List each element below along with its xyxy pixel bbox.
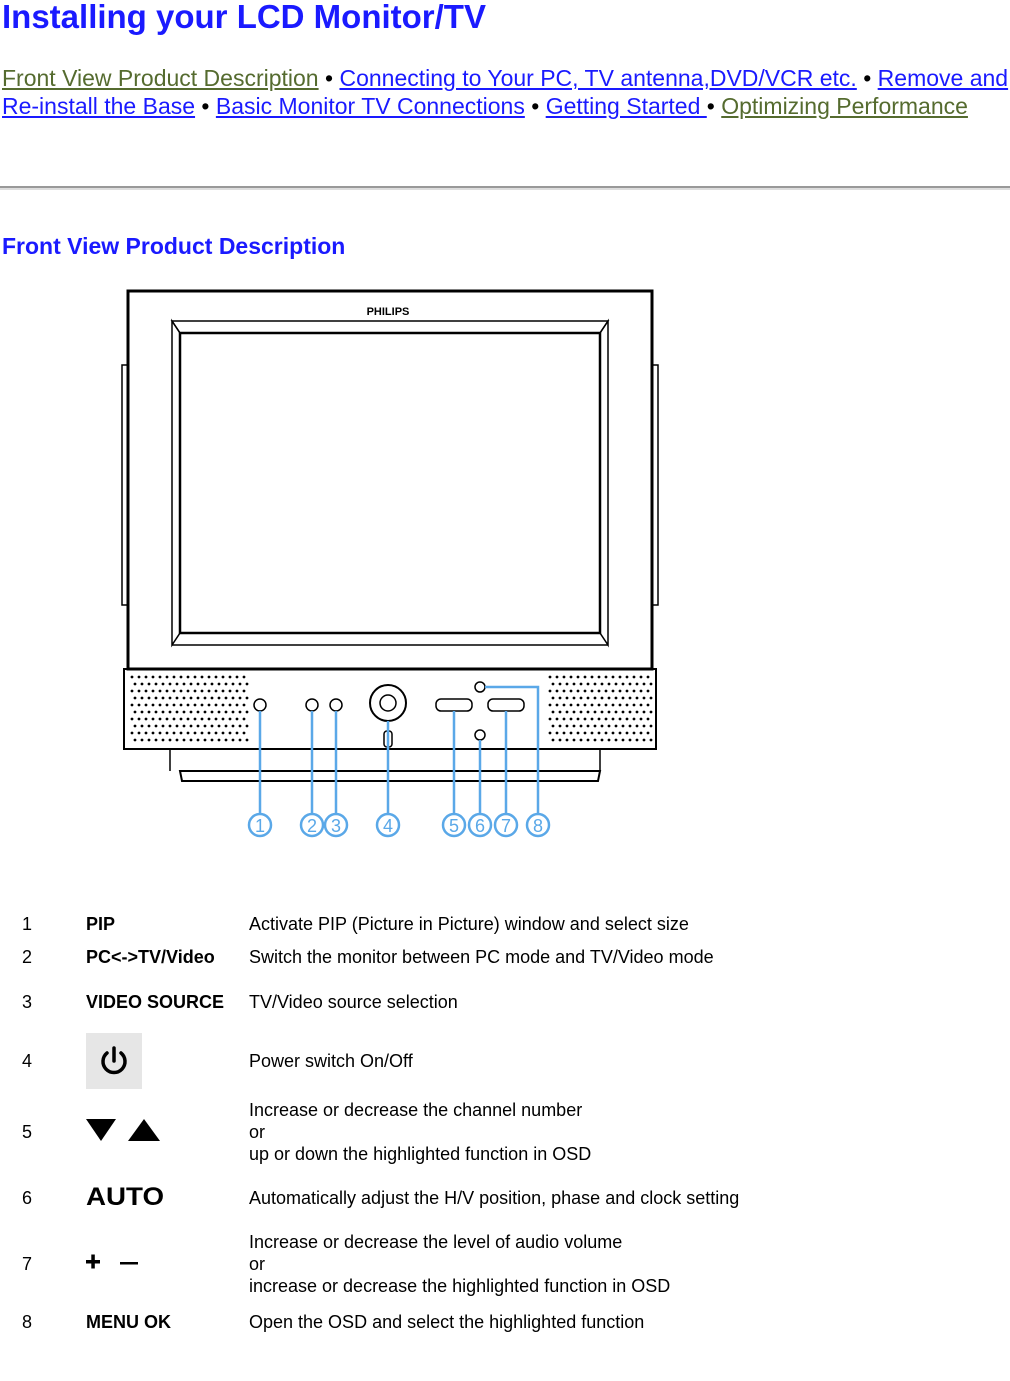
legend-control — [86, 1224, 249, 1304]
callout-3: 3 — [323, 812, 349, 838]
svg-text:5: 5 — [449, 816, 459, 836]
speaker-grille-left — [130, 675, 249, 742]
legend-row: 4 Power switch On/Off — [22, 1030, 769, 1092]
button-video-source — [329, 698, 343, 712]
plus-minus-icon — [86, 1254, 142, 1276]
legend-row: 3 VIDEO SOURCE TV/Video source selection — [22, 974, 769, 1030]
nav-link-front-view[interactable]: Front View Product Description — [2, 65, 319, 91]
page-title: Installing your LCD Monitor/TV — [2, 0, 486, 35]
nav-separator: • — [195, 93, 216, 119]
legend-control: AUTO — [86, 1172, 249, 1224]
button-channel — [435, 698, 473, 712]
svg-text:4: 4 — [383, 816, 393, 836]
legend-row: 2 PC<->TV/Video Switch the monitor between… — [22, 940, 769, 974]
auto-icon: AUTO — [86, 1183, 166, 1213]
legend-number: 4 — [22, 1050, 33, 1071]
legend-row: 7 Increase or decrease the level of audio… — [22, 1224, 769, 1304]
monitor-bezel — [126, 289, 654, 671]
button-volume — [487, 698, 525, 712]
legend-number: 8 — [22, 1311, 33, 1332]
legend-description: Open the OSD and select the highlighted … — [249, 1312, 645, 1332]
legend-row: 5 Increase or decrease the channel number… — [22, 1092, 769, 1172]
down-up-arrows-icon — [86, 1118, 162, 1147]
callout-5: 5 — [441, 812, 467, 838]
legend-control — [86, 1030, 249, 1092]
legend-control: PC<->TV/Video — [86, 946, 215, 967]
svg-text:8: 8 — [533, 816, 543, 836]
legend-description: Automatically adjust the H/V position, p… — [249, 1188, 740, 1208]
legend-description: Increase or decrease the level of audio … — [249, 1232, 671, 1296]
monitor-stand — [178, 770, 602, 782]
nav-link-getting-started[interactable]: Getting Started — [545, 93, 707, 119]
nav-link-basic-connections[interactable]: Basic Monitor TV Connections — [215, 93, 525, 119]
nav-links: Front View Product Description • Connect… — [2, 64, 1010, 120]
monitor-screen — [178, 331, 602, 635]
legend-description: Switch the monitor between PC mode and T… — [249, 947, 714, 967]
power-icon — [86, 1033, 142, 1089]
nav-separator: • — [318, 65, 340, 91]
legend-number: 5 — [22, 1121, 33, 1142]
callout-4: 4 — [375, 812, 401, 838]
svg-text:AUTO: AUTO — [86, 1183, 164, 1209]
button-auto — [474, 729, 486, 741]
legend-number: 6 — [22, 1187, 33, 1208]
callout-1: 1 — [247, 812, 273, 838]
callout-lines — [258, 685, 540, 815]
brand-logo: PHILIPS — [367, 306, 410, 318]
legend-row: 6 AUTO Automatically adjust the H/V positi… — [22, 1172, 769, 1224]
callout-7: 7 — [493, 812, 519, 838]
svg-text:2: 2 — [307, 816, 317, 836]
speaker-panel — [123, 668, 657, 750]
svg-text:6: 6 — [475, 816, 485, 836]
legend-number: 1 — [22, 913, 33, 934]
button-pc-tv — [305, 698, 319, 712]
button-power — [369, 684, 407, 722]
legend-control — [86, 1092, 249, 1172]
legend-control: VIDEO SOURCE — [86, 991, 225, 1012]
divider — [0, 186, 1010, 190]
svg-text:1: 1 — [255, 816, 265, 836]
legend-control: PIP — [86, 913, 116, 934]
svg-text:3: 3 — [331, 816, 341, 836]
nav-separator: • — [524, 93, 546, 119]
legend-description: Activate PIP (Picture in Picture) window… — [249, 914, 689, 934]
nav-link-optimizing[interactable]: Optimizing Performance — [721, 93, 968, 119]
legend-description: TV/Video source selection — [249, 992, 458, 1012]
section-title: Front View Product Description — [2, 233, 346, 259]
nav-separator: • — [706, 93, 722, 119]
legend-row: 8 MENU OK Open the OSD and select the high… — [22, 1304, 769, 1340]
button-pip — [253, 698, 267, 712]
legend-row: 1 PIP Activate PIP (Picture in Picture) wi… — [22, 908, 769, 940]
legend-control: MENU OK — [86, 1311, 171, 1332]
legend-number: 7 — [22, 1253, 33, 1274]
speaker-grille-right — [548, 675, 653, 742]
button-menu — [474, 681, 486, 693]
nav-link-remove-base[interactable]: Remove and Re-install the Base — [2, 65, 1009, 119]
legend-description: Power switch On/Off — [249, 1051, 413, 1071]
nav-separator: • — [856, 65, 878, 91]
callout-2: 2 — [299, 812, 325, 838]
nav-link-connecting[interactable]: Connecting to Your PC, TV antenna,DVD/VC… — [339, 65, 857, 91]
svg-text:7: 7 — [501, 816, 511, 836]
legend-number: 3 — [22, 991, 33, 1012]
callout-6: 6 — [467, 812, 493, 838]
legend-number: 2 — [22, 946, 33, 967]
callout-8: 8 — [525, 812, 551, 838]
legend-table: 1 PIP Activate PIP (Picture in Picture) wi… — [22, 908, 769, 1340]
